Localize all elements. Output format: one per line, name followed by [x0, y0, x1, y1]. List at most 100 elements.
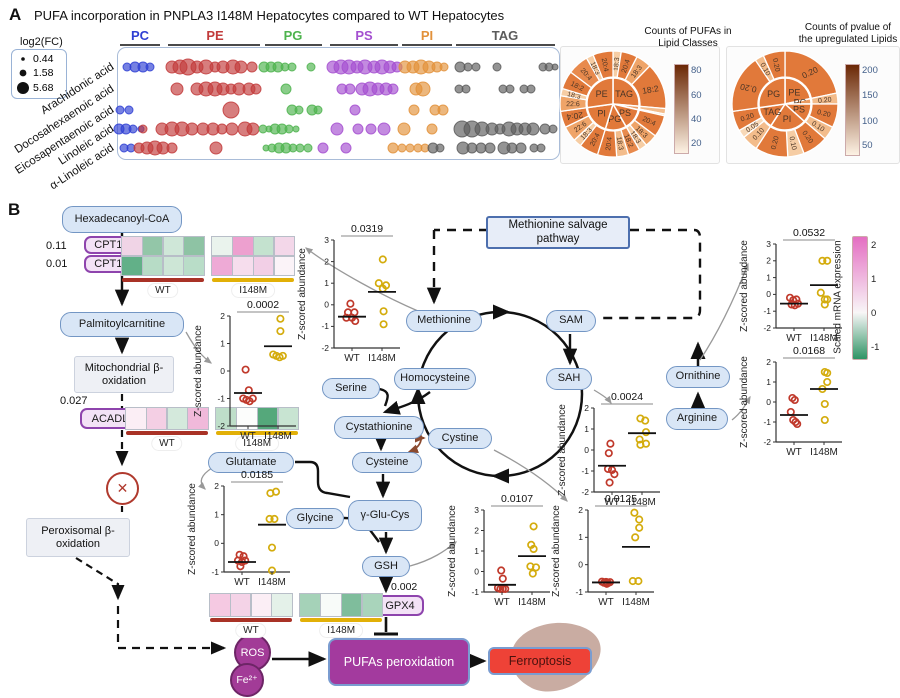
svg-text:3: 3 — [766, 239, 771, 249]
svg-text:-1: -1 — [575, 587, 583, 597]
svg-text:Z-scored abundance: Z-scored abundance — [739, 240, 750, 332]
class-header-ps: PS — [355, 28, 373, 43]
node-gamma-glu-cys: γ-Glu-Cys — [348, 500, 422, 531]
class-header-tag: TAG — [491, 28, 519, 43]
pvalue-cpt1b: 0.01 — [46, 258, 68, 270]
svg-text:-1: -1 — [211, 567, 219, 577]
svg-text:0: 0 — [578, 559, 583, 569]
svg-text:-1: -1 — [763, 417, 771, 427]
pvalue-cpt1a: 0.11 — [46, 240, 67, 252]
svg-text:0.20: 0.20 — [818, 97, 832, 105]
pvalue-gpx4: 0.002 — [391, 581, 418, 593]
svg-text:I148M: I148M — [518, 597, 546, 608]
svg-text:I148M: I148M — [258, 577, 286, 588]
svg-text:PG: PG — [608, 114, 621, 124]
class-header-pi: PI — [420, 28, 434, 43]
gene-gpx4: GPX4 — [376, 595, 424, 616]
svg-text:2: 2 — [766, 256, 771, 266]
size-legend-title: log2(FC) — [20, 36, 63, 48]
svg-text:Z-scored abundance: Z-scored abundance — [297, 248, 308, 340]
svg-text:TAG: TAG — [615, 89, 633, 99]
svg-text:0: 0 — [214, 538, 219, 548]
svg-text:PE: PE — [596, 89, 608, 99]
wt-group-label: WT — [235, 623, 267, 638]
i148m-group-label: I148M — [319, 623, 364, 638]
sunburst-pvalue-counts: PEPCPSPITAGPG0.200.200.200.100.200.100.2… — [731, 50, 839, 158]
svg-text:0: 0 — [584, 445, 589, 455]
svg-text:I148M: I148M — [810, 333, 838, 344]
svg-text:PG: PG — [767, 89, 780, 99]
class-header-pg: PG — [283, 28, 303, 43]
panel-a-label: A — [9, 5, 22, 24]
svg-text:2: 2 — [324, 256, 329, 266]
svg-text:PS: PS — [619, 108, 631, 118]
svg-text:3: 3 — [474, 505, 479, 515]
svg-text:20:4: 20:4 — [600, 58, 609, 73]
svg-text:1: 1 — [214, 509, 219, 519]
mrna-colorbar-label: Scaled mRNA expression — [832, 240, 844, 354]
svg-text:0.0024: 0.0024 — [611, 391, 643, 403]
size-legend-dots: 0.44 1.58 5.68 — [17, 53, 54, 94]
node-ornithine: Ornithine — [666, 366, 730, 388]
svg-text:-2: -2 — [763, 323, 771, 333]
sunburst-pufa-counts-title: Counts of PUFAs in Lipid Classes — [644, 26, 732, 49]
svg-text:-1: -1 — [763, 306, 771, 316]
svg-text:0: 0 — [766, 397, 771, 407]
svg-text:0: 0 — [474, 566, 479, 576]
node-homocysteine: Homocysteine — [394, 368, 476, 390]
svg-text:0: 0 — [766, 289, 771, 299]
svg-text:1: 1 — [220, 338, 225, 348]
svg-text:1: 1 — [766, 272, 771, 282]
svg-text:-1: -1 — [581, 466, 589, 476]
node-cystine: Cystine — [428, 428, 492, 449]
svg-text:3: 3 — [324, 235, 329, 245]
svg-text:WT: WT — [604, 497, 620, 508]
svg-text:Z-scored abundance: Z-scored abundance — [557, 404, 568, 496]
node-ferroptosis: Ferroptosis — [488, 647, 592, 675]
svg-text:18:3: 18:3 — [613, 57, 621, 71]
node-glutamate: Glutamate — [208, 452, 294, 473]
svg-text:2: 2 — [474, 525, 479, 535]
svg-text:0.0125: 0.0125 — [605, 493, 637, 505]
svg-text:18:2: 18:2 — [622, 133, 634, 148]
node-glycine: Glycine — [286, 508, 344, 529]
svg-text:0.0319: 0.0319 — [351, 223, 383, 235]
pvalue-acadl: 0.027 — [60, 395, 88, 407]
node-arginine: Arginine — [666, 408, 728, 430]
svg-text:18:3: 18:3 — [615, 136, 624, 151]
node-serine: Serine — [322, 378, 380, 399]
svg-text:0.10: 0.10 — [787, 136, 797, 151]
svg-text:PE: PE — [788, 87, 800, 97]
svg-text:-1: -1 — [321, 321, 329, 331]
node-methionine-salvage-pathway: Methionine salvage pathway — [486, 216, 630, 249]
svg-text:WT: WT — [494, 597, 510, 608]
svg-text:WT: WT — [786, 447, 802, 458]
svg-text:2: 2 — [584, 403, 589, 413]
svg-text:I148M: I148M — [810, 447, 838, 458]
size-legend-v1: 0.44 — [33, 53, 54, 65]
size-legend-v2: 1.58 — [33, 67, 54, 79]
svg-text:Z-scored abundance: Z-scored abundance — [551, 505, 562, 597]
node-palmitoylcarnitine: Palmitoylcarnitine — [60, 312, 184, 337]
node-cysteine: Cysteine — [352, 452, 422, 473]
svg-text:-2: -2 — [321, 343, 329, 353]
i148m-group-label: I148M — [235, 436, 280, 451]
dot-plot — [113, 58, 559, 156]
svg-text:2: 2 — [220, 311, 225, 321]
node-cystathionine: Cystathionine — [334, 416, 424, 439]
svg-text:20:4: 20:4 — [605, 137, 614, 151]
node-mitochondrial-beta-oxidation: Mitochondrial β-oxidation — [74, 356, 174, 393]
svg-text:0.20: 0.20 — [771, 58, 781, 73]
svg-text:18:2: 18:2 — [641, 83, 659, 96]
sunburst-pvalue-title: Counts of pvalue of the upregulated Lipi… — [798, 22, 898, 45]
svg-text:WT: WT — [344, 353, 360, 364]
panel-a-title: PUFA incorporation in PNPLA3 I148M Hepat… — [34, 8, 505, 23]
node-hexadecanoyl-coa: Hexadecanoyl-CoA — [62, 206, 182, 233]
svg-text:PS: PS — [793, 104, 805, 114]
svg-text:I148M: I148M — [628, 497, 656, 508]
svg-text:PI: PI — [783, 114, 792, 124]
